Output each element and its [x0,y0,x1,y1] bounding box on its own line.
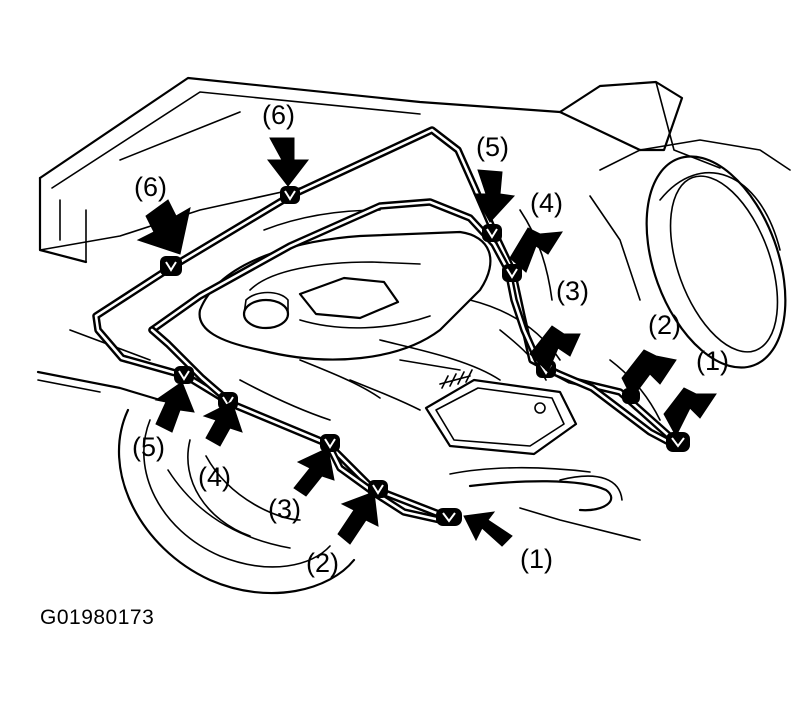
clamp-6-top [280,186,300,204]
callout-labels: (6) (6) (5) (4) (3) (2) (1) (5) (4) (3) … [132,100,729,578]
clamp-3-left [320,434,340,452]
clamps [160,186,690,526]
arrow-6-top [266,137,310,187]
clamp-4-right [502,264,522,282]
clamp-5-left [174,366,194,384]
arrow-3-left [293,447,335,497]
callout-3-right: (3) [556,276,589,306]
arrow-5-right [473,169,516,223]
arrow-2-left [337,491,379,545]
callout-5-right: (5) [476,132,509,162]
callout-1-right: (1) [696,346,729,376]
arrow-5-left [154,381,195,433]
clamp-1-left [436,508,462,526]
arrow-1-right [663,387,717,438]
callout-6-top: (6) [262,100,295,130]
arrow-3-right [529,325,581,373]
callout-5-left: (5) [132,432,165,462]
right-wheel [645,155,787,369]
arrow-4-right [509,227,563,273]
clamp-6-left [160,256,182,276]
callout-4-left: (4) [198,462,231,492]
callout-3-left: (3) [268,494,301,524]
figure-id-label: G01980173 [40,606,155,629]
clamp-1-right [666,432,690,452]
arrow-1-left [463,511,513,547]
arrow-6-left [136,199,191,255]
callout-2-left: (2) [306,548,339,578]
pointer-arrows [136,137,717,547]
left-tire [118,408,356,595]
callout-6-left: (6) [134,172,167,202]
callout-2-right: (2) [648,310,681,340]
callout-1-left: (1) [520,544,553,574]
arrow-2-right [621,349,677,399]
arrow-4-left [202,401,243,447]
clamp-5-right [482,224,502,242]
callout-4-right: (4) [530,188,563,218]
pipe-routing [92,126,684,524]
